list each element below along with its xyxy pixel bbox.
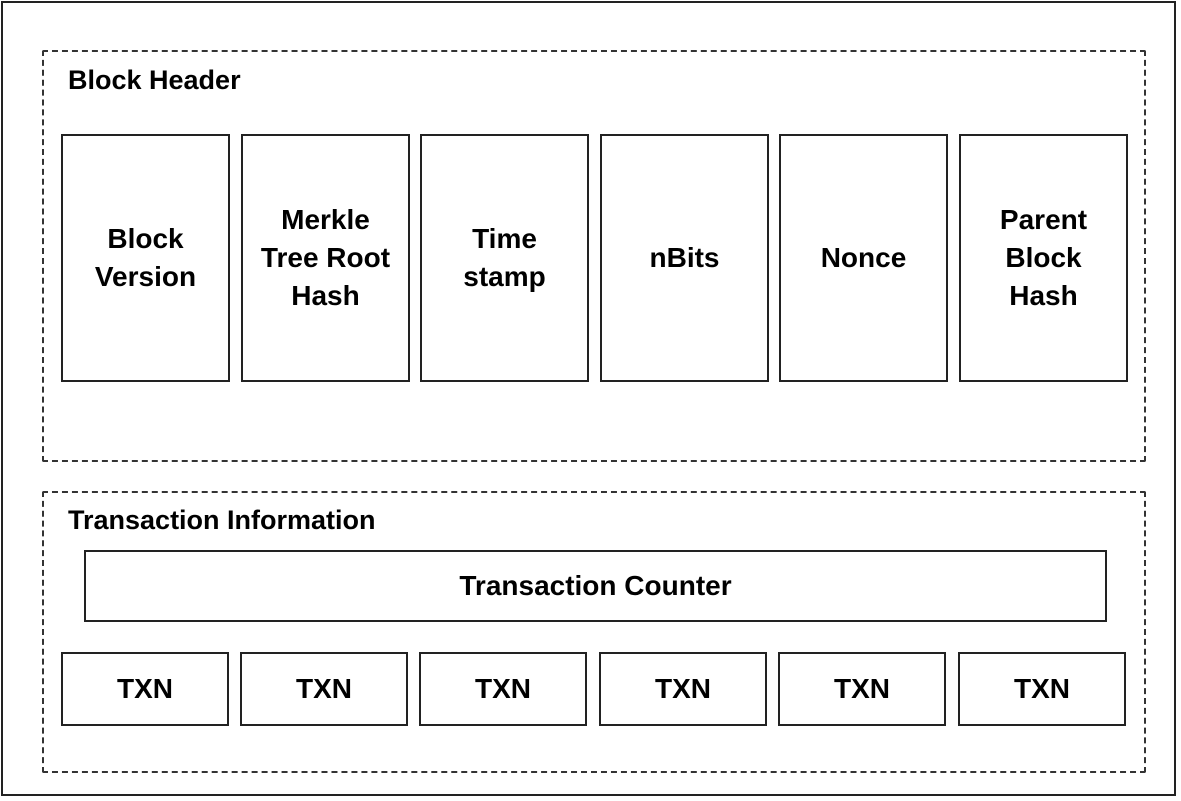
field-nbits: nBits: [600, 134, 769, 382]
txn-box: TXN: [778, 652, 946, 726]
field-timestamp: Time stamp: [420, 134, 589, 382]
block-header-section: Block Header Block Version Merkle Tree R…: [42, 50, 1146, 462]
block-header-title: Block Header: [68, 65, 241, 95]
txn-box: TXN: [240, 652, 408, 726]
field-parent-block-hash: Parent Block Hash: [959, 134, 1128, 382]
transaction-information-title: Transaction Information: [68, 505, 376, 535]
field-merkle-tree-root-hash: Merkle Tree Root Hash: [241, 134, 410, 382]
txn-box: TXN: [419, 652, 587, 726]
txn-box: TXN: [599, 652, 767, 726]
transaction-information-section: Transaction Information Transaction Coun…: [42, 491, 1146, 773]
txn-box: TXN: [958, 652, 1126, 726]
field-block-version: Block Version: [61, 134, 230, 382]
transaction-counter-box: Transaction Counter: [84, 550, 1107, 622]
field-nonce: Nonce: [779, 134, 948, 382]
txn-box: TXN: [61, 652, 229, 726]
